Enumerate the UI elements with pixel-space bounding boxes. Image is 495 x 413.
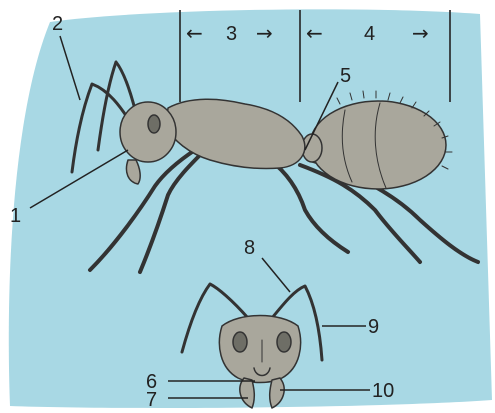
head-side [120,102,176,162]
eye-side [148,115,160,133]
arrow-3-right: → [256,21,273,45]
label-10: 10 [372,380,394,402]
label-7: 7 [146,389,157,411]
label-4: 4 [364,23,375,45]
arrow-3-left: ← [186,21,203,45]
label-9: 9 [368,316,379,338]
arrow-4-right: → [412,21,429,45]
front-eye-right [277,332,291,352]
label-8: 8 [244,237,255,259]
label-1: 1 [10,205,21,227]
label-2: 2 [52,13,63,35]
label-3: 3 [226,23,237,45]
arrow-4-left: ← [306,21,323,45]
front-eye-left [233,332,247,352]
label-5: 5 [340,65,351,87]
